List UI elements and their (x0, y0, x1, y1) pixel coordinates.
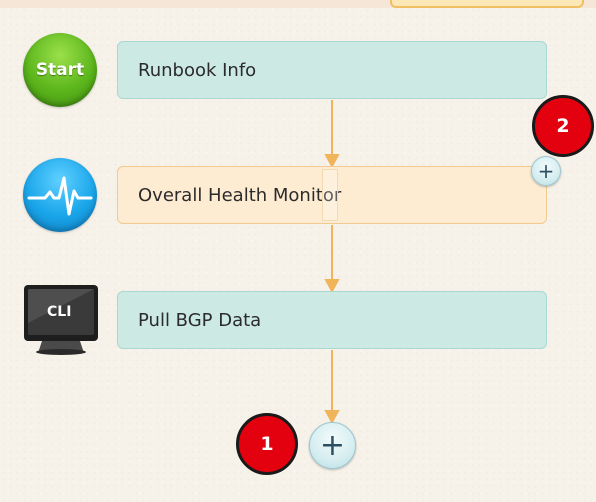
step-label-pull-bgp-data: Pull BGP Data (138, 309, 262, 331)
heartbeat-icon[interactable] (23, 158, 97, 232)
start-icon-label: Start (35, 60, 85, 80)
callout-number: 2 (556, 115, 570, 137)
step-card-overall-health-monitor[interactable]: Overall Health Monitor (117, 166, 547, 224)
callout-2: 2 (532, 95, 594, 157)
add-step-button[interactable]: + (309, 422, 356, 469)
step-card-pull-bgp-data[interactable]: Pull BGP Data (117, 291, 547, 349)
step-card-runbook-info[interactable]: Runbook Info (117, 41, 547, 99)
start-icon[interactable]: Start (23, 33, 97, 107)
cli-icon-text: CLI (47, 304, 71, 320)
callout-1: 1 (236, 413, 298, 475)
top-bar (0, 0, 596, 8)
connector-1 (324, 100, 340, 169)
add-branch-button[interactable]: + (531, 156, 561, 186)
plus-icon: + (537, 159, 555, 183)
step-label-overall-health-monitor: Overall Health Monitor (138, 184, 342, 206)
connector-2 (324, 225, 340, 294)
top-tab[interactable] (390, 0, 584, 8)
step-label-runbook-info: Runbook Info (138, 59, 257, 81)
plus-icon: + (319, 428, 346, 463)
connector-3 (324, 350, 340, 425)
cli-monitor-icon[interactable]: CLI (22, 283, 100, 355)
selection-handle[interactable] (322, 169, 338, 221)
callout-number: 1 (260, 433, 274, 455)
